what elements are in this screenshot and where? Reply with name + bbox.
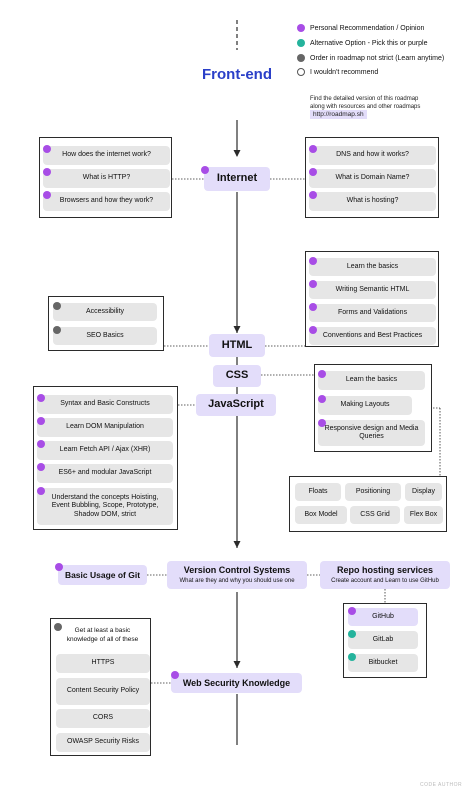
legend-purple-dot (297, 24, 305, 32)
internet-topic-browsers[interactable]: Browsers and how they work? (43, 192, 170, 211)
purple-dot (318, 395, 326, 403)
purple-dot (309, 145, 317, 153)
layout-positioning[interactable]: Positioning (345, 483, 401, 501)
security-intro: Get at least a basic knowledge of all of… (66, 627, 139, 643)
vcs-title: Version Control Systems (183, 565, 291, 575)
css-topic-layouts[interactable]: Making Layouts (318, 396, 412, 415)
purple-dot (37, 440, 45, 448)
legend-grey-dot (297, 54, 305, 62)
purple-dot (201, 166, 209, 174)
html-topic-conventions[interactable]: Conventions and Best Practices (309, 327, 436, 345)
js-topic-dom[interactable]: Learn DOM Manipulation (37, 418, 173, 437)
layout-flex-box[interactable]: Flex Box (404, 506, 443, 524)
grey-dot (53, 326, 61, 334)
repo-subtitle: Create account and Learn to use GitHub (331, 577, 439, 584)
web-security-node[interactable]: Web Security Knowledge (171, 673, 302, 693)
repo-github[interactable]: GitHub (348, 608, 418, 626)
purple-dot (309, 326, 317, 334)
layout-display[interactable]: Display (405, 483, 442, 501)
internet-topic-dns[interactable]: DNS and how it works? (309, 146, 436, 165)
css-topic-basics[interactable]: Learn the basics (318, 371, 425, 390)
git-node[interactable]: Basic Usage of Git (58, 565, 147, 585)
note-line-1: Find the detailed version of this roadma… (310, 96, 419, 102)
security-topic-https[interactable]: HTTPS (56, 654, 150, 673)
note-line-2: along with resources and other roadmaps (310, 104, 421, 111)
layout-box-model[interactable]: Box Model (295, 506, 347, 524)
purple-dot (171, 671, 179, 679)
html-topic-basics[interactable]: Learn the basics (309, 258, 436, 276)
internet-node[interactable]: Internet (204, 167, 270, 191)
purple-dot (43, 191, 51, 199)
grey-dot (53, 302, 61, 310)
roadmap-link[interactable]: http://roadmap.sh (310, 110, 367, 120)
purple-dot (37, 417, 45, 425)
watermark: CODE AUTHOR (420, 782, 463, 788)
purple-dot (318, 370, 326, 378)
legend-grey-label: Order in roadmap not strict (Learn anyti… (310, 55, 445, 62)
js-topic-concepts[interactable]: Understand the concepts Hoisting, Event … (37, 488, 173, 525)
js-topic-syntax[interactable]: Syntax and Basic Constructs (37, 395, 173, 414)
layout-css-grid[interactable]: CSS Grid (350, 506, 400, 524)
repo-gitlab[interactable]: GitLab (348, 631, 418, 649)
security-topic-owasp[interactable]: OWASP Security Risks (56, 733, 150, 752)
purple-dot (309, 280, 317, 288)
grey-dot (54, 623, 62, 631)
vcs-subtitle: What are they and why you should use one (179, 577, 295, 584)
legend-green-dot (297, 39, 305, 47)
internet-topic-domain-name[interactable]: What is Domain Name? (309, 169, 436, 188)
purple-dot (37, 487, 45, 495)
legend-green-label: Alternative Option - Pick this or purple (310, 40, 428, 47)
version-control-node[interactable]: Version Control Systems What are they an… (167, 561, 307, 589)
css-topic-responsive[interactable]: Responsive design and Media Queries (318, 420, 425, 446)
purple-dot (43, 145, 51, 153)
purple-dot (309, 168, 317, 176)
internet-topic-how-internet-works[interactable]: How does the internet work? (43, 146, 170, 165)
purple-dot (309, 303, 317, 311)
html-node[interactable]: HTML (209, 334, 265, 357)
green-dot (348, 653, 356, 661)
repo-bitbucket[interactable]: Bitbucket (348, 654, 418, 672)
html-topic-semantic[interactable]: Writing Semantic HTML (309, 281, 436, 299)
html-topic-forms[interactable]: Forms and Validations (309, 304, 436, 322)
legend-white-label: I wouldn't recommend (310, 69, 379, 76)
purple-dot (318, 419, 326, 427)
purple-dot (309, 191, 317, 199)
page-title: Front-end (202, 66, 272, 83)
roadmap-note: Find the detailed version of this roadma… (310, 95, 420, 120)
css-node[interactable]: CSS (213, 365, 261, 387)
purple-dot (37, 463, 45, 471)
js-topic-es6[interactable]: ES6+ and modular JavaScript (37, 464, 173, 483)
purple-dot (309, 257, 317, 265)
legend-purple-label: Personal Recommendation / Opinion (310, 25, 425, 32)
purple-dot (37, 394, 45, 402)
purple-dot (348, 607, 356, 615)
security-topic-csp[interactable]: Content Security Policy (56, 678, 150, 705)
javascript-node[interactable]: JavaScript (196, 394, 276, 416)
repo-hosting-node[interactable]: Repo hosting services Create account and… (320, 561, 450, 589)
layout-floats[interactable]: Floats (295, 483, 341, 501)
repo-title: Repo hosting services (336, 565, 434, 575)
internet-topic-http[interactable]: What is HTTP? (43, 169, 170, 188)
internet-topic-hosting[interactable]: What is hosting? (309, 192, 436, 211)
green-dot (348, 630, 356, 638)
security-topic-cors[interactable]: CORS (56, 709, 150, 728)
legend-white-dot (297, 68, 305, 76)
js-topic-fetch[interactable]: Learn Fetch API / Ajax (XHR) (37, 441, 173, 460)
purple-dot (43, 168, 51, 176)
html-topic-accessibility[interactable]: Accessibility (53, 303, 157, 321)
purple-dot (55, 563, 63, 571)
html-topic-seo[interactable]: SEO Basics (53, 327, 157, 345)
